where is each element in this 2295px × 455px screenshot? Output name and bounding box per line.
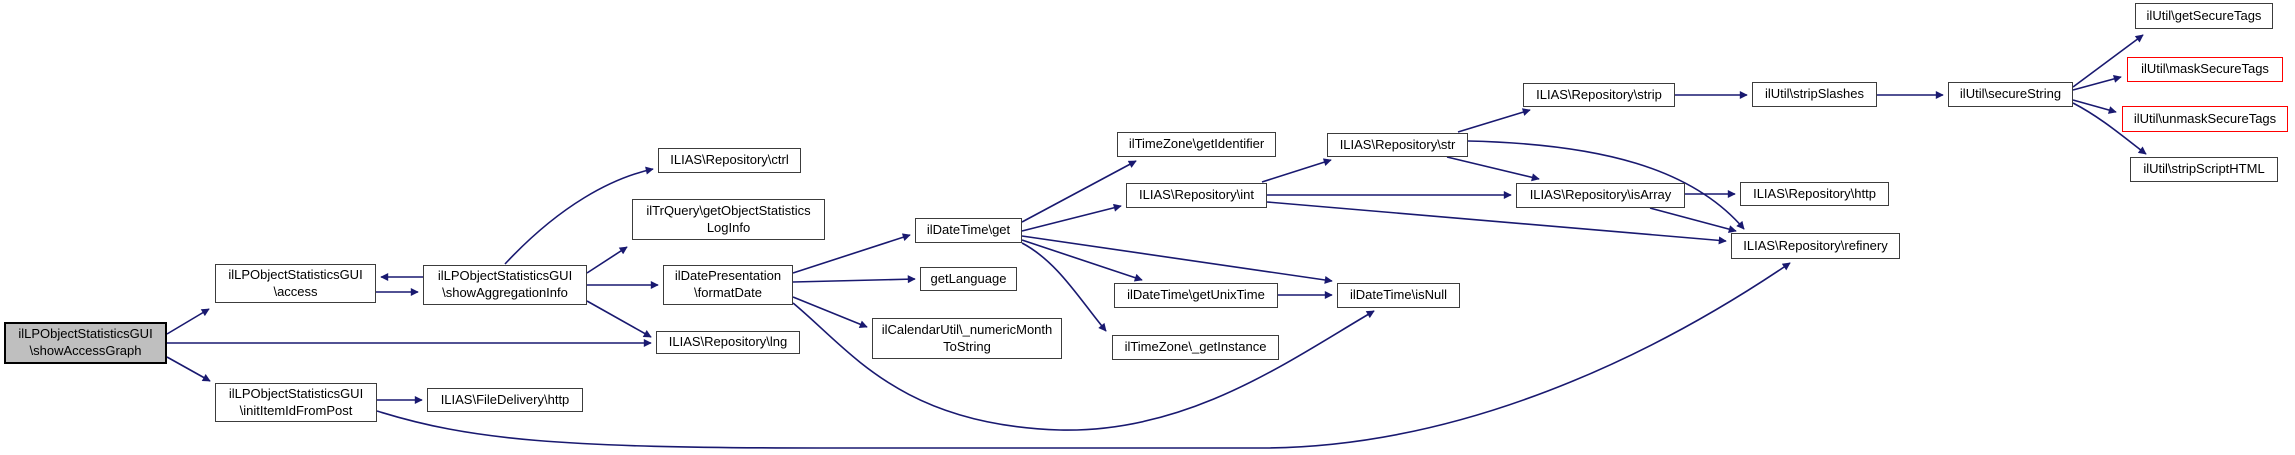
node-label-line: \showAccessGraph bbox=[29, 343, 142, 358]
edge-repoStr-to-repoStrip bbox=[1457, 108, 1531, 133]
node-label-line: ilDateTime\getUnixTime bbox=[1127, 287, 1265, 303]
node-label-line: ILIAS\Repository\refinery bbox=[1743, 237, 1888, 253]
edge-repoStr-to-isArray bbox=[1446, 156, 1540, 182]
edge-dateTimeGet-to-repoInt bbox=[1021, 203, 1122, 232]
edge-showAggregationInfo-to-getObjectStatisticsLogInfo bbox=[586, 246, 628, 274]
node-label-line: LogInfo bbox=[706, 219, 751, 235]
node-label-line: \access bbox=[273, 283, 318, 299]
edge-formatDate-to-getLanguage bbox=[792, 275, 916, 284]
node-label-line: ilDateTime\isNull bbox=[1349, 287, 1448, 303]
node-label-line: ilTrQuery\getObjectStatistics bbox=[646, 202, 811, 218]
node-label-line: ILIAS\Repository\int bbox=[1139, 187, 1254, 203]
edge-secureString-to-stripScriptHTML bbox=[2072, 102, 2147, 155]
edge-repoInt-to-refinery bbox=[1266, 201, 1727, 245]
graph-node-getSecureTags[interactable]: ilUtil\getSecureTags bbox=[2135, 3, 2273, 29]
node-label-line: ilTimeZone\_getInstance bbox=[1124, 339, 1267, 355]
graph-node-initItemIdFromPost[interactable]: ilLPObjectStatisticsGUI\initItemIdFromPo… bbox=[215, 383, 377, 422]
edge-showAggregationInfo-to-ctrl bbox=[504, 166, 654, 265]
node-label-line: ilUtil\stripScriptHTML bbox=[2143, 161, 2265, 177]
node-label-line: ILIAS\Repository\strip bbox=[1536, 86, 1662, 102]
node-label-line: ILIAS\Repository\ctrl bbox=[670, 152, 789, 168]
node-label-line: ilCalendarUtil\_numericMonth bbox=[881, 321, 1053, 337]
node-label-line: ilUtil\unmaskSecureTags bbox=[2133, 110, 2277, 126]
node-label-line: getLanguage bbox=[930, 270, 1007, 286]
node-label-line: \showAggregationInfo bbox=[442, 285, 568, 300]
edge-secureString-to-getSecureTags bbox=[2072, 34, 2144, 88]
node-label-line: ilTimeZone\getIdentifier bbox=[1128, 136, 1265, 152]
edge-dateTimeGet-to-getInstance bbox=[1021, 242, 1107, 332]
edge-formatDate-to-isNull bbox=[792, 302, 1375, 431]
node-label-line: ILIAS\FileDelivery\http bbox=[440, 391, 570, 407]
node-label-line: ilUtil\maskSecureTags bbox=[2141, 61, 2269, 77]
node-label-line: ToString bbox=[943, 338, 991, 354]
node-label-line: ilLPObjectStatisticsGUI bbox=[18, 326, 153, 342]
node-label-line: ilLPObjectStatisticsGUI bbox=[437, 268, 573, 284]
node-label-line: \formatDate bbox=[694, 285, 762, 300]
graph-node-isArray[interactable]: ILIAS\Repository\isArray bbox=[1516, 183, 1685, 208]
edge-dateTimeGet-to-getUnixTime bbox=[1021, 239, 1143, 282]
node-label-line: ilDateTime\get bbox=[926, 222, 1011, 238]
graph-node-stripSlashes[interactable]: ilUtil\stripSlashes bbox=[1752, 82, 1877, 107]
edge-showAccessGraph-to-access bbox=[166, 308, 210, 335]
edge-showAggregationInfo-to-lng bbox=[586, 300, 652, 338]
edge-formatDate-to-dateTimeGet bbox=[792, 233, 911, 274]
graph-node-access[interactable]: ilLPObjectStatisticsGUI\access bbox=[215, 264, 376, 303]
graph-node-repoHttp[interactable]: ILIAS\Repository\http bbox=[1740, 182, 1889, 206]
node-label-line: ILIAS\Repository\isArray bbox=[1529, 187, 1672, 203]
node-label-line: ilUtil\stripSlashes bbox=[1765, 86, 1864, 102]
graph-node-getInstance[interactable]: ilTimeZone\_getInstance bbox=[1112, 335, 1279, 360]
edge-secureString-to-unmaskSecureTags bbox=[2072, 99, 2117, 114]
node-label-line: ilDatePresentation bbox=[674, 268, 782, 284]
graph-node-maskSecureTags[interactable]: ilUtil\maskSecureTags bbox=[2127, 57, 2283, 82]
edge-repoStr-to-refinery bbox=[1467, 140, 1745, 230]
node-label-line: \initItemIdFromPost bbox=[239, 402, 353, 418]
node-label-line: ILIAS\Repository\lng bbox=[668, 334, 788, 350]
graph-node-secureString[interactable]: ilUtil\secureString bbox=[1948, 82, 2073, 107]
graph-node-isNull[interactable]: ilDateTime\isNull bbox=[1337, 283, 1460, 308]
node-label-line: ILIAS\Repository\http bbox=[1753, 185, 1876, 201]
edge-initItemIdFromPost-to-refinery bbox=[376, 262, 1791, 449]
node-label-line: ilLPObjectStatisticsGUI bbox=[228, 266, 363, 282]
graph-node-fileDeliveryHttp[interactable]: ILIAS\FileDelivery\http bbox=[427, 388, 583, 412]
graph-node-dateTimeGet[interactable]: ilDateTime\get bbox=[915, 218, 1022, 243]
graph-node-ctrl[interactable]: ILIAS\Repository\ctrl bbox=[658, 148, 801, 173]
graph-node-repoStrip[interactable]: ILIAS\Repository\strip bbox=[1523, 83, 1675, 107]
node-label-line: ilUtil\getSecureTags bbox=[2146, 7, 2262, 23]
graph-node-refinery[interactable]: ILIAS\Repository\refinery bbox=[1731, 233, 1900, 259]
node-label-line: ilUtil\secureString bbox=[1959, 86, 2062, 102]
edge-secureString-to-maskSecureTags bbox=[2072, 75, 2122, 91]
graph-node-repoInt[interactable]: ILIAS\Repository\int bbox=[1126, 183, 1267, 208]
edge-isArray-to-refinery bbox=[1649, 207, 1737, 234]
node-label-line: ilLPObjectStatisticsGUI bbox=[228, 385, 364, 401]
graph-node-showAccessGraph[interactable]: ilLPObjectStatisticsGUI\showAccessGraph bbox=[4, 322, 167, 364]
graph-node-formatDate[interactable]: ilDatePresentation\formatDate bbox=[663, 265, 793, 305]
graph-node-getUnixTime[interactable]: ilDateTime\getUnixTime bbox=[1114, 283, 1278, 308]
graph-node-getLanguage[interactable]: getLanguage bbox=[920, 267, 1017, 291]
edge-dateTimeGet-to-getIdentifier bbox=[1021, 160, 1137, 223]
edge-repoInt-to-repoStr bbox=[1261, 158, 1332, 183]
edge-dateTimeGet-to-isNull bbox=[1021, 235, 1333, 284]
graph-node-unmaskSecureTags[interactable]: ilUtil\unmaskSecureTags bbox=[2122, 106, 2288, 132]
graph-node-stripScriptHTML[interactable]: ilUtil\stripScriptHTML bbox=[2130, 157, 2278, 182]
graph-node-getIdentifier[interactable]: ilTimeZone\getIdentifier bbox=[1117, 132, 1276, 157]
graph-node-lng[interactable]: ILIAS\Repository\lng bbox=[656, 331, 800, 354]
graph-node-showAggregationInfo[interactable]: ilLPObjectStatisticsGUI\showAggregationI… bbox=[423, 265, 587, 305]
graph-node-repoStr[interactable]: ILIAS\Repository\str bbox=[1327, 133, 1468, 157]
edge-showAccessGraph-to-initItemIdFromPost bbox=[166, 356, 211, 382]
node-label-line: ILIAS\Repository\str bbox=[1339, 136, 1456, 152]
edge-formatDate-to-numericMonthToString bbox=[792, 296, 868, 329]
